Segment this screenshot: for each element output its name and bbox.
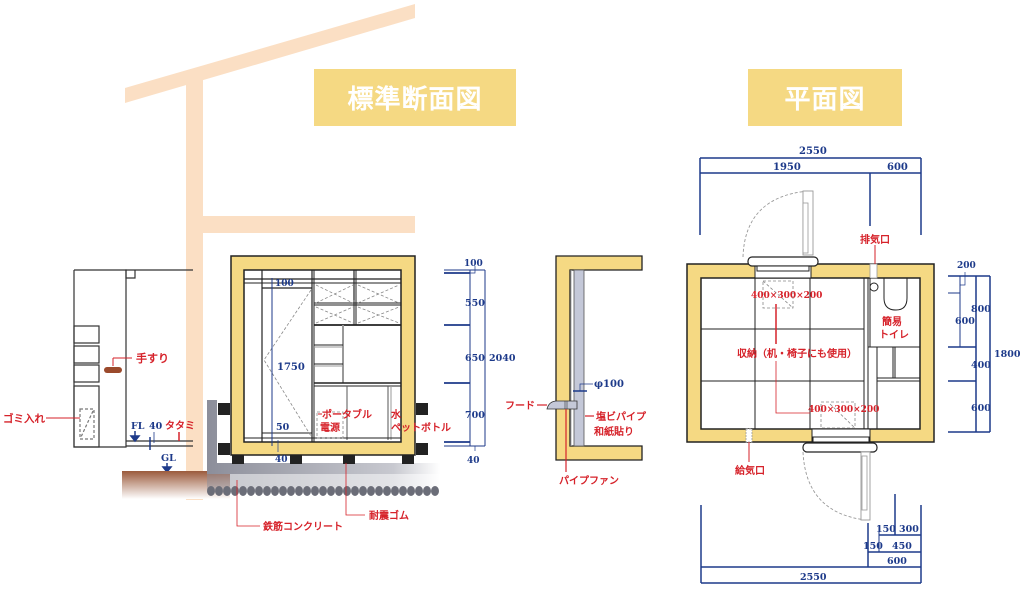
tatami-label: タタミ (165, 420, 195, 432)
top-door (742, 190, 814, 258)
toilet-bowl (883, 278, 908, 311)
plan-title: 平面図 (748, 69, 902, 126)
roof-frame (125, 4, 415, 500)
water-label-2: ペットボトル (391, 421, 451, 434)
seismic-rubber-label: 耐震ゴム (369, 509, 409, 522)
fan-label: パイプファン (559, 474, 619, 487)
dim-right-650: 650 (465, 353, 485, 364)
box-2-leader (775, 361, 810, 414)
plan-dim-bottom-150b: 150 (863, 541, 883, 552)
fl-label: FL (131, 421, 145, 432)
storage-grid (701, 278, 920, 429)
plan-dim-right-600b: 600 (971, 403, 991, 414)
dim-right-bottom: 40 (467, 456, 480, 466)
pipe-label-2: 和紙貼り (593, 425, 634, 438)
rebar-concrete-label: 鉄筋コンクリート (263, 520, 343, 533)
plan-dim-right-800: 800 (971, 304, 991, 315)
dim-inner-top: 100 (275, 279, 294, 289)
bottom-door (802, 451, 871, 521)
plan-dim-bottom-150a: 150 (876, 524, 896, 535)
gl-arrow-icon (161, 463, 173, 474)
toilet-label-2: トイレ (879, 329, 909, 341)
box-label-2: 400×300×200 (808, 405, 879, 415)
vent-diameter-label: φ100 (594, 379, 624, 390)
plan-dim-bottom-300: 300 (899, 524, 919, 535)
pipe-label-1: 塩ビパイプ (596, 410, 647, 423)
plan-dim-right-total: 1800 (994, 349, 1020, 360)
dim-right-700: 700 (465, 410, 485, 421)
dim-inner-bottom: 50 (276, 422, 290, 433)
handrail-bar (104, 367, 122, 373)
vent-diameter-leader (579, 383, 593, 391)
exterior-wall-elevation (73, 269, 193, 448)
handrail-label: 手すり (136, 351, 169, 365)
rebar-concrete-leader (236, 480, 260, 527)
dim-right-550: 550 (465, 298, 485, 309)
hood-label: フード (505, 400, 535, 412)
portable-power-label-1: ポータブル (322, 408, 372, 421)
fl-arrow-icon (129, 431, 141, 443)
section-box (230, 255, 416, 456)
foundation (207, 400, 440, 496)
box-label-1: 400×300×200 (751, 291, 822, 301)
plan-top-dims (699, 157, 922, 235)
plan-dim-bottom-total: 2550 (800, 572, 827, 583)
box-outlines (762, 280, 856, 429)
plan-dim-bottom-600: 600 (887, 556, 907, 567)
plan-dim-right-600a: 600 (955, 316, 975, 327)
exhaust-label: 排気口 (860, 233, 890, 246)
dim-right-top: 100 (464, 259, 483, 269)
plan-right-dims (948, 272, 991, 433)
plan-dim-top-total: 2550 (799, 146, 827, 157)
section-title: 標準断面図 (314, 69, 516, 126)
dim-inner-height: 1750 (277, 362, 305, 373)
exhaust-pipe (869, 282, 879, 292)
gl-label: GL (161, 453, 176, 464)
water-label-1: 水 (390, 408, 402, 421)
seismic-rubber-leader (345, 463, 365, 516)
plan-dim-bottom-450: 450 (892, 541, 912, 552)
seismic-rubber-pads (218, 403, 428, 464)
plan-dim-right-400: 400 (971, 360, 991, 371)
vent-detail (546, 255, 643, 461)
plan-bottom-dims (700, 494, 922, 584)
trash-label: ゴミ入れ (3, 412, 45, 425)
dim-inner-floor: 40 (275, 455, 288, 465)
dim-right-total: 2040 (489, 353, 516, 364)
tatami-offset-label: 40 (149, 421, 163, 432)
storage-label: 収納（机・椅子にも使用） (737, 347, 857, 360)
plan-dim-top-right: 600 (887, 162, 908, 173)
plan-dim-right-200: 200 (957, 261, 976, 271)
portable-power-label-2: 電源 (320, 421, 340, 434)
toilet-label-1: 簡易 (882, 315, 902, 328)
section-right-dims (444, 266, 486, 451)
plan-dim-top-left: 1950 (773, 162, 801, 173)
intake-label: 給気口 (735, 464, 765, 477)
